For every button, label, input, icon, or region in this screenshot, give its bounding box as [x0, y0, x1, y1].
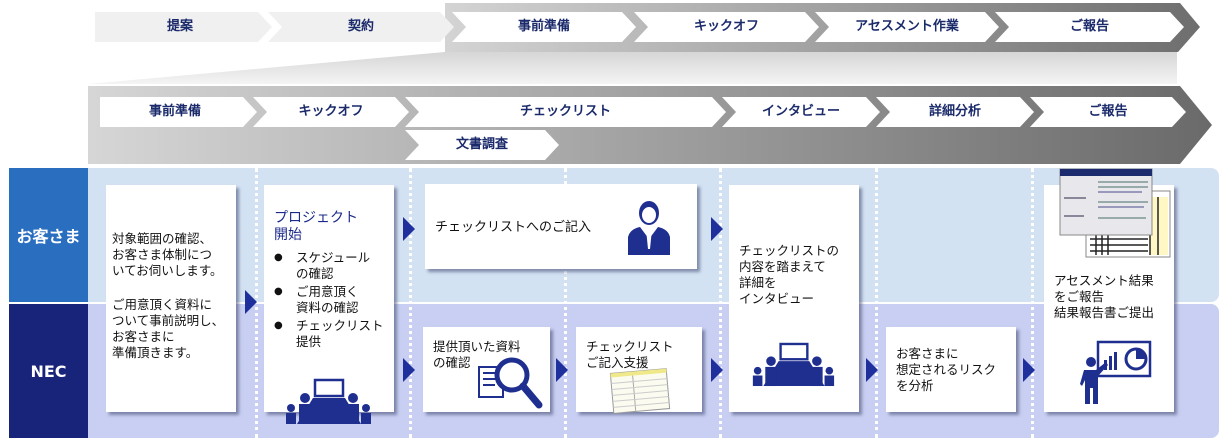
detail-phase-interview: インタビュー [761, 104, 840, 119]
detail-subphase-doc-review: 文書調査 [455, 137, 508, 152]
lane-label-customer: お客さま [9, 168, 88, 302]
top-phase-report: ご報告 [1069, 19, 1109, 34]
zoom-funnel [88, 52, 1177, 84]
flow-arrow-icon [403, 217, 415, 241]
spreadsheet-icon [609, 368, 671, 414]
column-divider [409, 168, 412, 438]
interview-text: チェックリストの 内容を踏まえて 詳細を インタビュー [739, 243, 840, 306]
kickoff-bullet: チェックリスト 提供 [270, 318, 384, 350]
kickoff-title: プロジェクト 開始 [274, 210, 358, 243]
top-phase-kickoff: キックオフ [693, 19, 759, 34]
report-document-icon [1059, 168, 1171, 258]
flow-arrow-icon [711, 358, 723, 382]
meeting-icon [286, 378, 371, 424]
flow-arrow-icon [245, 290, 257, 314]
detail-phase-analysis: 詳細分析 [928, 104, 981, 119]
preparation-customer-text: 対象範囲の確認、 お客さま体制につ いてお伺いします。 [112, 231, 223, 278]
flow-arrow-icon [711, 217, 723, 241]
kickoff-bullet: ご用意頂く 資料の確認 [270, 284, 384, 316]
doc-review-text: 提供頂いた資料 の確認 [433, 339, 521, 370]
card-analysis: お客さまに 想定されるリスク を分析 [886, 327, 1016, 412]
flow-arrow-icon [403, 358, 415, 382]
analysis-text: お客さまに 想定されるリスク を分析 [896, 346, 997, 393]
lane-label-nec: NEC [9, 304, 88, 438]
column-divider [875, 168, 878, 438]
column-divider [564, 168, 567, 438]
column-divider [719, 168, 722, 438]
detail-phase-report: ご報告 [1088, 104, 1128, 119]
detail-phase-checklist: チェックリスト [519, 104, 611, 119]
report-text: アセスメント結果 をご報告 結果報告書ご提出 [1054, 273, 1155, 320]
top-phase-proposal: 提案 [166, 19, 193, 34]
card-kickoff: プロジェクト 開始 スケジュール の確認 ご用意頂く 資料の確認 チェックリスト… [264, 185, 394, 412]
column-divider [1031, 168, 1034, 438]
card-checklist-fill: チェックリストへのご記入 [425, 184, 697, 269]
meeting-icon [752, 342, 835, 387]
top-chevrons [95, 12, 454, 42]
detail-phase-kickoff: キックオフ [298, 104, 364, 119]
preparation-nec-text: ご用意頂く資料に ついて事前説明し、 お客さまに 準備頂きます。 [112, 297, 225, 360]
top-phase-contract: 契約 [347, 19, 374, 34]
presentation-icon [1080, 340, 1152, 404]
top-phase-assessment: アセスメント作業 [855, 19, 959, 34]
top-phase-preparation: 事前準備 [517, 19, 570, 34]
checklist-support-text: チェックリスト ご記入支援 [586, 339, 674, 370]
detail-phase-preparation: 事前準備 [148, 104, 201, 119]
flow-arrow-icon [866, 358, 878, 382]
flow-arrow-icon [1023, 358, 1035, 382]
flow-arrow-icon [556, 358, 568, 382]
phase-bars-graphic [88, 3, 1212, 164]
kickoff-bullet: スケジュール の確認 [270, 250, 384, 282]
document-search-icon [478, 357, 543, 409]
kickoff-bullets: スケジュール の確認 ご用意頂く 資料の確認 チェックリスト 提供 [270, 248, 384, 350]
card-preparation: 対象範囲の確認、 お客さま体制につ いてお伺いします。 ご用意頂く資料に ついて… [106, 185, 236, 412]
checklist-fill-text: チェックリストへのご記入 [435, 220, 592, 235]
person-icon [628, 201, 670, 255]
